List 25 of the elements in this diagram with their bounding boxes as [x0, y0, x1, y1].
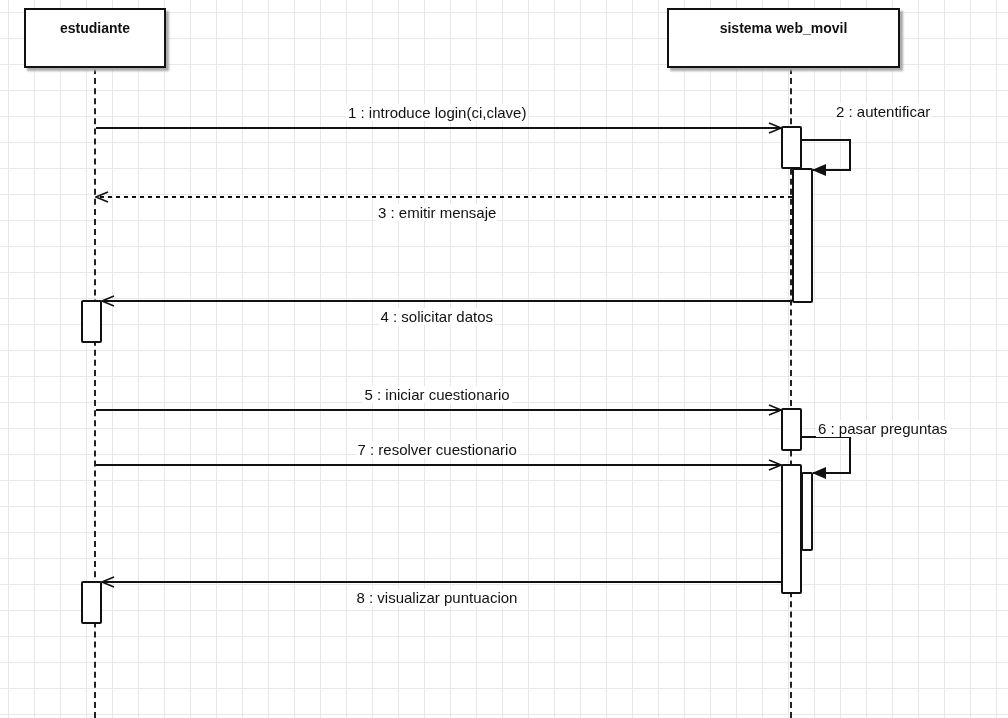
message-arrow: [95, 122, 782, 134]
message-arrow: [95, 404, 782, 416]
message-label: 7 : resolver cuestionario: [355, 441, 519, 458]
lifeline-header: estudiante: [24, 8, 166, 68]
activation-bar: [781, 464, 802, 594]
message-arrow: [801, 436, 851, 479]
message-arrow: [95, 191, 793, 203]
message-arrow: [101, 295, 793, 307]
message-label: 5 : iniciar cuestionario: [362, 386, 512, 403]
activation-bar: [81, 581, 102, 624]
message-arrow: [95, 459, 782, 471]
activation-bar: [801, 472, 813, 551]
message-label: 4 : solicitar datos: [378, 308, 496, 325]
activation-bar: [792, 168, 813, 303]
activation-bar: [781, 408, 802, 451]
message-arrow: [801, 139, 851, 176]
message-label: 6 : pasar preguntas: [816, 420, 950, 437]
message-label: 1 : introduce login(ci,clave): [346, 104, 529, 121]
activation-bar: [81, 300, 102, 343]
message-arrow: [101, 576, 782, 588]
message-label: 2 : autentificar: [834, 103, 933, 120]
message-label: 3 : emitir mensaje: [376, 204, 499, 221]
message-label: 8 : visualizar puntuacion: [354, 589, 520, 606]
lifeline-header: sistema web_movil: [667, 8, 900, 68]
activation-bar: [781, 126, 802, 169]
